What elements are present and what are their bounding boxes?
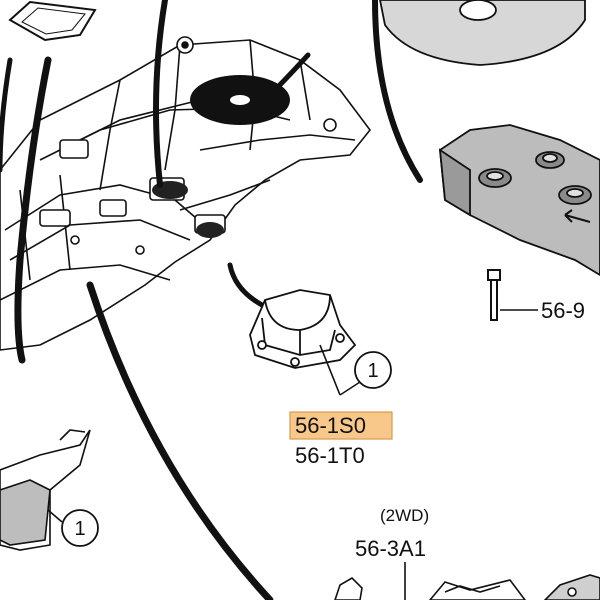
callout-leader-2 <box>47 509 63 523</box>
leader-lines <box>0 0 423 600</box>
clip-bolt <box>487 269 538 321</box>
callout-number: 1 <box>74 518 85 540</box>
right-under-cover <box>438 124 600 277</box>
part-number-bottom[interactable]: 56-3A1 <box>355 536 426 561</box>
insulator-bracket <box>249 289 357 369</box>
callout-circle: 1 <box>61 509 99 547</box>
callout-link <box>339 381 361 396</box>
drive-type-note: (2WD) <box>380 506 429 525</box>
part-number-secondary[interactable]: 56-1T0 <box>295 443 365 468</box>
callout-leader <box>319 344 341 396</box>
part-number-highlight <box>289 411 393 440</box>
spare-tire-well-plug <box>190 75 290 125</box>
callout-number: 1 <box>367 360 378 382</box>
top-left-panel <box>8 0 97 42</box>
top-right-disc <box>379 0 586 66</box>
bottom-parts <box>334 574 600 600</box>
callout-circle: 1 <box>354 351 392 389</box>
part-number-right[interactable]: 56-9 <box>541 298 585 323</box>
bottom-left-guard <box>0 429 91 551</box>
part-number-highlighted[interactable]: 56-1S0 <box>295 413 366 438</box>
